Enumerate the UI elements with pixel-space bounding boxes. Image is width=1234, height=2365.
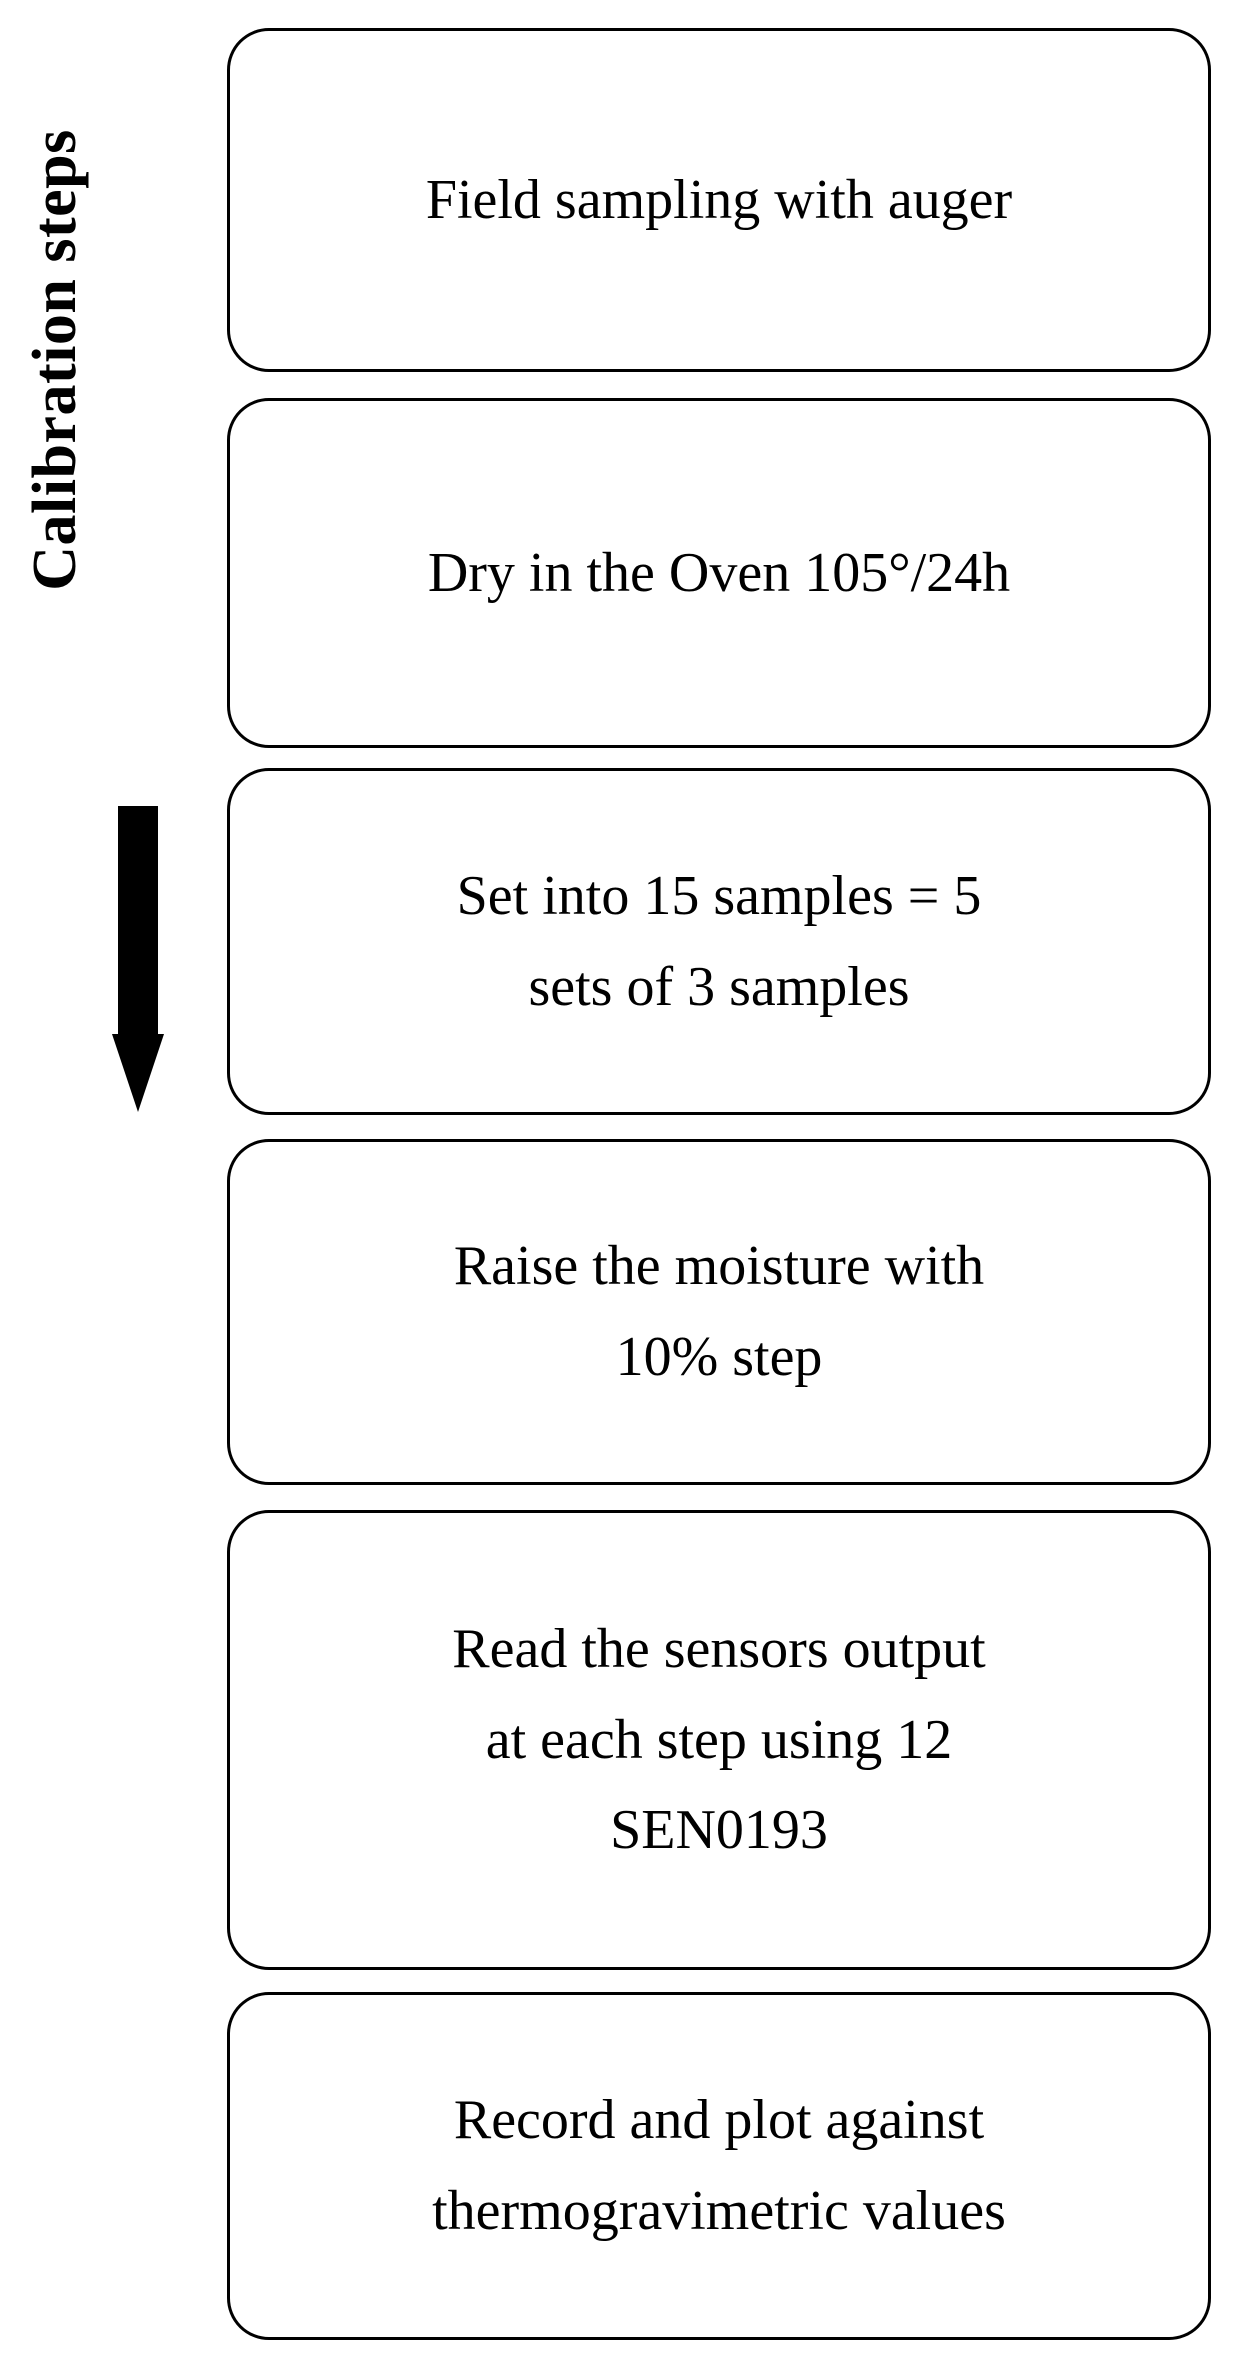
flow-step-box-4: Raise the moisture with 10% step	[227, 1139, 1211, 1485]
flow-step-box-1: Field sampling with auger	[227, 28, 1211, 372]
downward-arrow-icon	[112, 806, 164, 1112]
flow-step-box-6: Record and plot against thermogravimetri…	[227, 1992, 1211, 2340]
flow-step-box-2: Dry in the Oven 105°/24h	[227, 398, 1211, 748]
flow-step-label-4: Raise the moisture with 10% step	[453, 1235, 985, 1388]
arrow-shaft	[118, 806, 158, 1038]
flow-step-label-3: Set into 15 samples = 5 sets of 3 sample…	[456, 864, 982, 1018]
flow-step-label-1: Field sampling with auger	[425, 168, 1013, 231]
flow-step-label-6: Record and plot against thermogravimetri…	[432, 2089, 1006, 2242]
flow-step-box-5: Read the sensors output at each step usi…	[227, 1510, 1211, 1970]
flow-step-label-5: Read the sensors output at each step usi…	[452, 1617, 986, 1862]
arrow-head	[112, 1034, 164, 1112]
flow-step-label-2: Dry in the Oven 105°/24h	[427, 541, 1011, 604]
flow-step-box-3: Set into 15 samples = 5 sets of 3 sample…	[227, 768, 1211, 1115]
calibration-steps-label: Calibration steps	[20, 129, 89, 591]
